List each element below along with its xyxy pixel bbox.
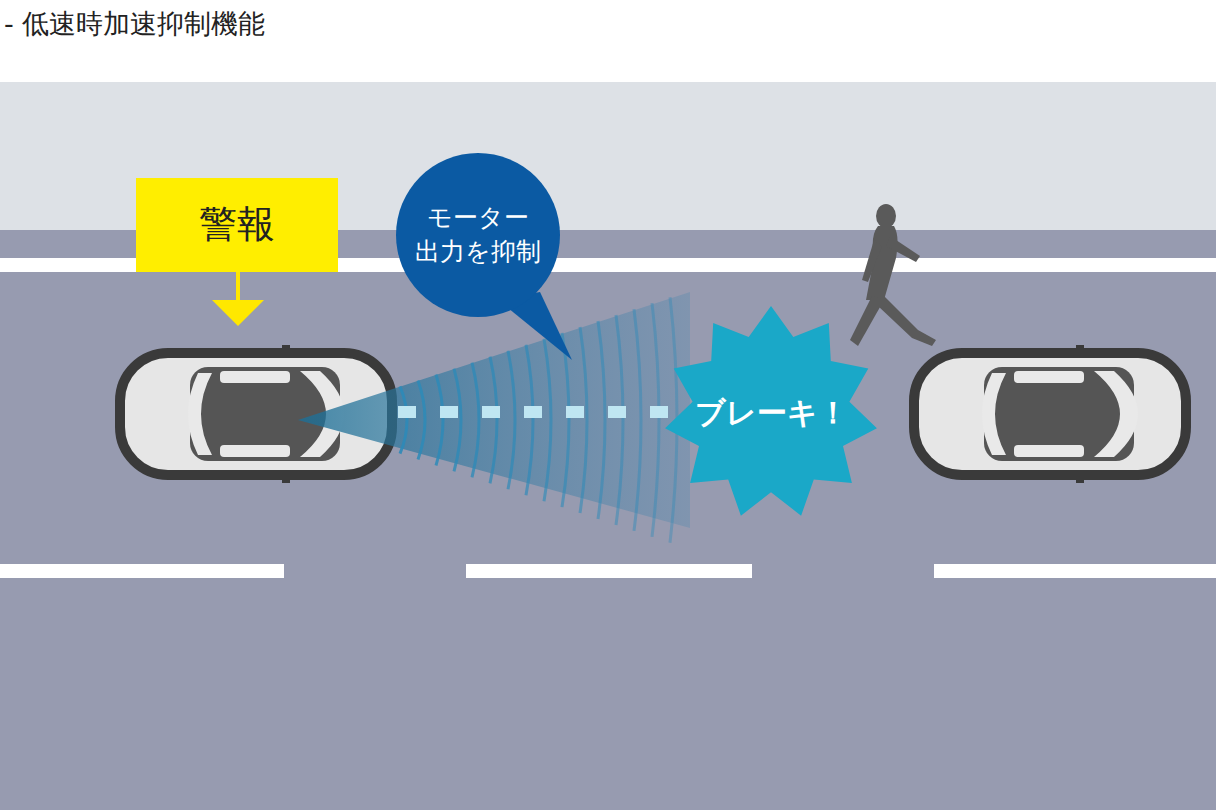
front-car bbox=[914, 345, 1186, 483]
warning-box: 警報 bbox=[136, 178, 338, 272]
lane-dash bbox=[934, 564, 1216, 578]
brake-burst: ブレーキ！ bbox=[664, 306, 878, 520]
motor-callout-shape bbox=[396, 153, 560, 317]
pedestrian bbox=[850, 204, 936, 346]
warning-arrow bbox=[212, 270, 264, 326]
node-text: ブレーキ！ bbox=[695, 393, 848, 434]
lane-dash bbox=[466, 564, 752, 578]
lane-dash bbox=[0, 564, 284, 578]
diagram-title: - 低速時加速抑制機能 bbox=[4, 6, 265, 42]
sensor-waves bbox=[400, 297, 677, 543]
node-text: モーター 出力を抑制 bbox=[413, 201, 543, 269]
sensor-beam bbox=[398, 406, 668, 418]
motor-callout: モーター 出力を抑制 bbox=[396, 153, 560, 317]
node-text: 警報 bbox=[199, 199, 275, 250]
sensor-cone bbox=[298, 292, 690, 528]
road bbox=[0, 230, 1216, 810]
